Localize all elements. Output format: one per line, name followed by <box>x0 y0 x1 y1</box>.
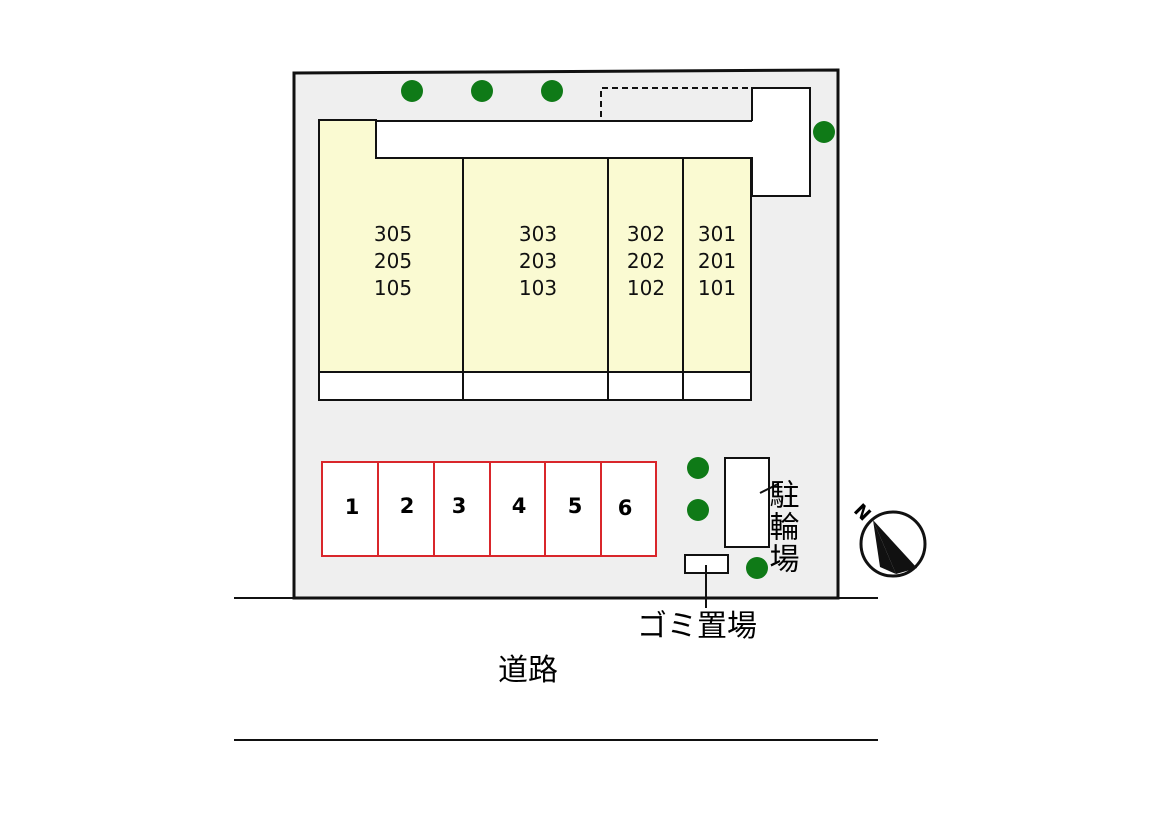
tree-icon <box>746 557 768 579</box>
leader-line <box>759 483 779 494</box>
balcony <box>607 371 684 401</box>
room-number: 305 <box>374 222 412 246</box>
parking-slot-2: 2 <box>377 461 435 557</box>
bicycle-parking-label: 駐輪場 <box>764 479 799 575</box>
road-label: 道路 <box>498 653 558 688</box>
balcony <box>462 371 609 401</box>
tree-icon <box>813 121 835 143</box>
parking-slot-5: 5 <box>544 461 602 557</box>
room-number: 102 <box>627 276 665 300</box>
compass: N <box>849 500 927 578</box>
parking-slot-1: 1 <box>321 461 379 557</box>
building-302: 302 202 102 <box>607 157 684 401</box>
walkway-fill <box>377 122 809 157</box>
room-number: 301 <box>698 222 736 246</box>
building-303: 303 203 103 <box>462 157 609 401</box>
building-305: 305 205 105 <box>318 119 464 401</box>
parking-slot-6: 6 <box>600 461 657 557</box>
room-number: 201 <box>698 249 736 273</box>
building-shape <box>607 157 684 373</box>
room-number: 202 <box>627 249 665 273</box>
compass-arrow-icon <box>873 520 917 574</box>
parking-space <box>433 461 491 557</box>
room-number: 203 <box>519 249 557 273</box>
parking-space <box>600 461 657 557</box>
room-number: 105 <box>374 276 412 300</box>
tree-icon <box>401 80 423 102</box>
balcony <box>318 371 464 401</box>
tree-icon <box>687 499 709 521</box>
room-number: 303 <box>519 222 557 246</box>
tree-icon <box>541 80 563 102</box>
parking-number: 4 <box>512 494 527 518</box>
parking-lot: 1 2 3 4 5 6 <box>321 461 657 557</box>
garbage-area-label: ゴミ置場 <box>637 609 757 644</box>
parking-number: 3 <box>452 494 467 518</box>
parking-number: 6 <box>618 496 633 520</box>
buildings: 305 205 105 303 203 103 302 202 102 301 … <box>318 119 752 401</box>
parking-slot-4: 4 <box>489 461 546 557</box>
room-number: 101 <box>698 276 736 300</box>
building-shape <box>462 157 609 373</box>
parking-space <box>321 461 379 557</box>
bicycle-parking-area <box>724 457 770 548</box>
parking-number: 2 <box>400 494 415 518</box>
room-number: 103 <box>519 276 557 300</box>
parking-number: 5 <box>568 494 583 518</box>
walkway-edge <box>752 87 811 197</box>
walkway-fill-right <box>753 89 809 195</box>
parking-space <box>489 461 546 557</box>
room-number: 205 <box>374 249 412 273</box>
building-shape <box>318 119 464 373</box>
room-number: 302 <box>627 222 665 246</box>
garbage-area: ゴミ置場 <box>637 554 757 644</box>
parking-number: 1 <box>345 495 360 519</box>
parking-slot-3: 3 <box>433 461 491 557</box>
balcony <box>682 371 752 401</box>
trees <box>401 80 835 579</box>
tree-icon <box>471 80 493 102</box>
bicycle-parking: 駐輪場 <box>724 457 799 575</box>
parking-space <box>544 461 602 557</box>
compass-arrow-shadow <box>873 520 896 574</box>
building-301: 301 201 101 <box>682 157 752 401</box>
tree-icon <box>687 457 709 479</box>
